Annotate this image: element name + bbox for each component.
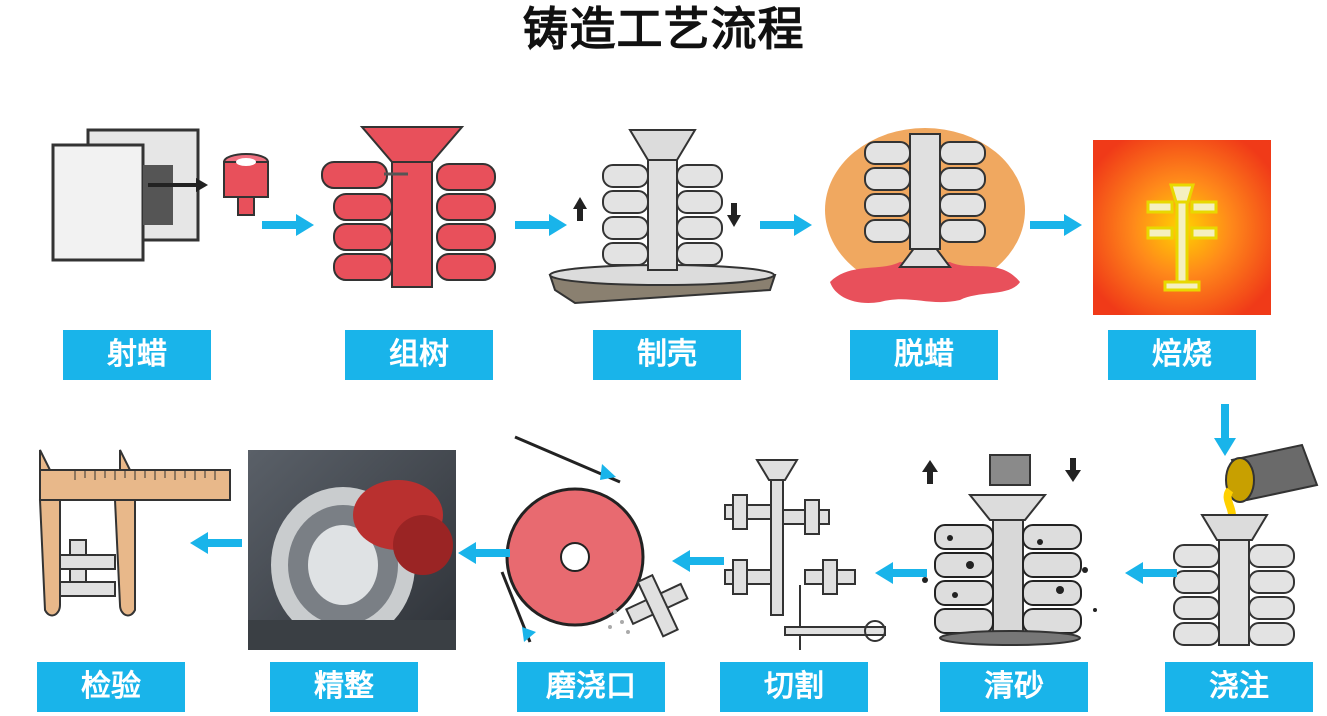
step-label-cutting: 切割 — [720, 662, 868, 712]
step-label-dewaxing: 脱蜡 — [850, 330, 998, 380]
step-label-tree-assembly: 组树 — [345, 330, 493, 380]
wax-tree-icon — [321, 126, 496, 288]
sand-cleaning-icon — [922, 454, 1097, 646]
flow-arrow-right — [262, 214, 314, 236]
step-finishing — [248, 450, 456, 650]
step-sand-cleaning — [910, 450, 1110, 650]
flow-arrow-right — [760, 214, 812, 236]
step-pouring — [1172, 440, 1322, 655]
step-inspection — [35, 440, 235, 640]
pouring-icon — [1173, 443, 1319, 646]
step-label-inspection: 检验 — [37, 662, 185, 712]
step-label-pouring: 浇注 — [1165, 662, 1313, 712]
step-label-sand-cleaning: 清砂 — [940, 662, 1088, 712]
step-shell-making — [545, 125, 780, 305]
flow-arrow-down — [1214, 404, 1236, 456]
step-wax-injection — [48, 120, 278, 270]
finishing-photo-icon — [248, 450, 456, 650]
step-gate-grinding — [500, 432, 690, 652]
flow-arrow-left — [1125, 562, 1177, 584]
flow-arrow-right — [515, 214, 567, 236]
step-label-shell-making: 制壳 — [593, 330, 741, 380]
flow-arrow-left — [458, 542, 510, 564]
step-label-gate-grinding: 磨浇口 — [517, 662, 665, 712]
step-label-wax-injection: 射蜡 — [63, 330, 211, 380]
roasting-icon — [1093, 140, 1271, 315]
page-title: 铸造工艺流程 — [522, 2, 805, 56]
flow-arrow-left — [672, 550, 724, 572]
step-label-roasting: 焙烧 — [1108, 330, 1256, 380]
grinding-wheel-icon — [500, 435, 689, 643]
flow-arrow-right — [1030, 214, 1082, 236]
flow-arrow-left — [190, 532, 242, 554]
step-cutting — [715, 455, 900, 655]
step-label-finishing: 精整 — [270, 662, 418, 712]
cutting-icon — [724, 459, 886, 650]
wax-injection-mold-icon — [51, 128, 269, 262]
step-roasting — [1093, 140, 1271, 315]
flow-arrow-left — [875, 562, 927, 584]
dewax-icon — [825, 128, 1025, 303]
shell-coating-icon — [548, 129, 777, 305]
step-dewaxing — [820, 122, 1030, 307]
step-tree-assembly — [312, 122, 512, 292]
caliper-icon — [38, 449, 231, 617]
